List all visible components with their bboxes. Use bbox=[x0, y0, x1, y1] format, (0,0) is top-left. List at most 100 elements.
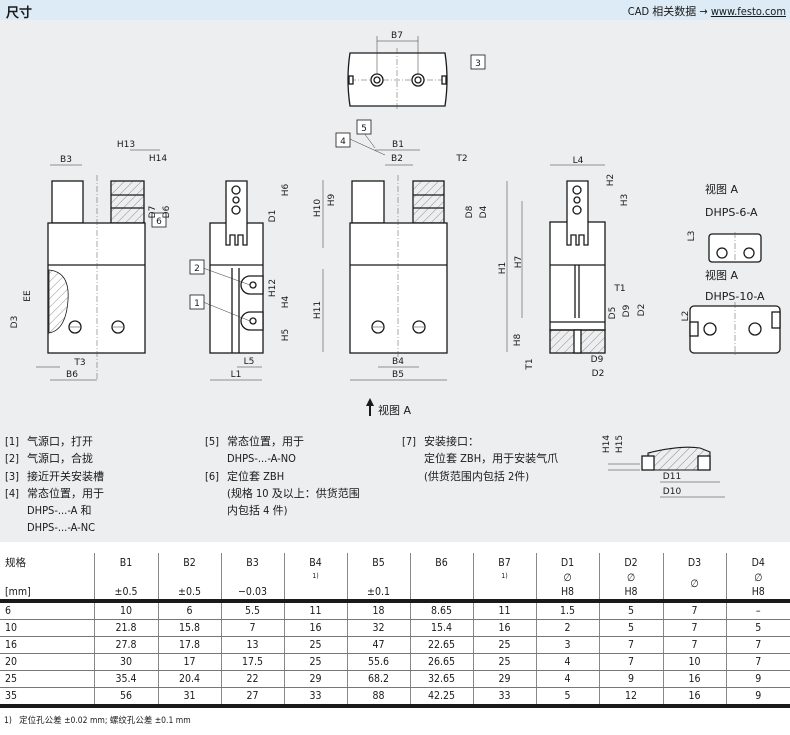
column-name: B1 bbox=[119, 557, 133, 569]
legend-number: [5] bbox=[205, 435, 220, 448]
legend-text: DHPS-...-A-NC bbox=[27, 521, 96, 535]
legend-text: (规格 10 及以上：供货范围 bbox=[227, 486, 360, 500]
column-name: D3 bbox=[687, 557, 702, 569]
dim-label-h1: H1 bbox=[498, 262, 508, 275]
diameter-symbol: ∅ bbox=[626, 571, 636, 584]
view-a-6-model: DHPS-6-A bbox=[705, 206, 758, 219]
legend-text: 安装接口： bbox=[424, 435, 479, 448]
dim-label-d10: D10 bbox=[663, 487, 682, 497]
column-name: B5 bbox=[372, 557, 385, 569]
festo-website-link[interactable]: www.festo.com bbox=[710, 5, 786, 18]
value-cell: 18 bbox=[346, 601, 410, 620]
value-cell: 25 bbox=[283, 636, 347, 654]
value-cell: 17 bbox=[157, 653, 221, 671]
dim-label-h15: H15 bbox=[615, 435, 625, 453]
legend-item-6: 内包括 4 件) bbox=[205, 502, 360, 519]
cad-data-label: CAD 相关数据 → bbox=[627, 5, 708, 18]
callout-number-2: 2 bbox=[194, 264, 200, 274]
legend-text: DHPS-...-A-NO bbox=[227, 452, 296, 466]
dim-label-b1: B1 bbox=[392, 140, 404, 150]
value-cell: 15.4 bbox=[409, 619, 473, 637]
value-cell: 33 bbox=[472, 687, 536, 708]
value-cell: 27 bbox=[220, 687, 284, 708]
dim-label-l1: L1 bbox=[231, 370, 242, 380]
value-cell: 30 bbox=[93, 653, 158, 671]
value-cell: 25 bbox=[283, 653, 347, 671]
header-cell-b3: B3−0.03 bbox=[220, 553, 284, 603]
legend-text: DHPS-...-A 和 bbox=[27, 504, 92, 518]
value-cell: 13 bbox=[220, 636, 284, 654]
legend-item-7: (供货范围内包括 2件) bbox=[402, 468, 558, 485]
footnote-text: 定位孔公差 ±0.02 mm; 螺纹孔公差 ±0.1 mm bbox=[19, 716, 191, 726]
dim-label-t1: T1 bbox=[613, 284, 625, 294]
value-cell: 31 bbox=[157, 687, 221, 708]
dim-label-ee: EE bbox=[23, 290, 33, 302]
legend-item-1: [1] 气源口，打开 bbox=[5, 433, 104, 450]
diameter-symbol: ∅ bbox=[754, 571, 763, 584]
legend-item-3: [3]接近开关安装槽 bbox=[5, 468, 104, 485]
header-cell-b2: B2±0.5 bbox=[157, 553, 221, 603]
column-tolerance: ±0.1 bbox=[367, 586, 390, 598]
value-cell: 7 bbox=[598, 653, 663, 671]
callout-number-1: 1 bbox=[194, 299, 200, 309]
value-cell: 29 bbox=[283, 670, 347, 688]
value-cell: 27.8 bbox=[93, 636, 158, 654]
legend-number: [2] bbox=[5, 452, 20, 466]
diameter-symbol: ∅ bbox=[563, 571, 572, 584]
size-cell: 25 bbox=[0, 670, 94, 688]
unit-header: [mm] bbox=[5, 586, 31, 598]
section-header: 尺寸 CAD 相关数据 → www.festo.com bbox=[0, 0, 790, 21]
value-cell: 55.6 bbox=[346, 653, 410, 671]
view-a-10-title: 视图 A bbox=[705, 268, 738, 282]
legend-item-4: [4]常态位置，用于 bbox=[5, 485, 104, 502]
value-cell: 29 bbox=[472, 670, 536, 688]
value-cell: 25 bbox=[472, 636, 536, 654]
legend-text: 气源口，合拢 bbox=[27, 452, 93, 466]
dim-label-h13: H13 bbox=[117, 140, 135, 150]
value-cell: 42.25 bbox=[409, 687, 473, 708]
callout-number-6: 6 bbox=[156, 217, 162, 227]
legend-text: 气源口，打开 bbox=[27, 435, 93, 448]
footnote-mark: 1) bbox=[4, 716, 12, 726]
view-a-10-model: DHPS-10-A bbox=[705, 290, 765, 303]
column-name: D4 bbox=[751, 557, 765, 569]
dim-label-d2: D2 bbox=[637, 304, 647, 317]
legend-column: [1] 气源口，打开 [2] 气源口，合拢 [3]接近开关安装槽[4]常态位置，用于 DH… bbox=[5, 433, 104, 537]
header-cell-b6: B6 bbox=[409, 553, 473, 603]
dim-label-d6: D6 bbox=[162, 205, 172, 218]
dim-label-b3: B3 bbox=[60, 155, 72, 165]
value-cell: 16 bbox=[662, 687, 726, 708]
header-cell-b1: B1±0.5 bbox=[93, 553, 158, 603]
value-cell: 47 bbox=[346, 636, 410, 654]
value-cell: 4 bbox=[535, 653, 599, 671]
dim-label-h4: H4 bbox=[281, 295, 291, 308]
value-cell: 9 bbox=[725, 670, 790, 688]
dim-label-h7: H7 bbox=[514, 256, 524, 269]
legend-item-4: DHPS-...-A-NC bbox=[5, 519, 104, 536]
legend-item-7: [7]安装接口： bbox=[402, 433, 558, 450]
column-tolerance: H8 bbox=[560, 586, 575, 598]
dim-label-b4: B4 bbox=[392, 357, 404, 367]
legend-number: [1] bbox=[5, 435, 20, 448]
callout-number-4: 4 bbox=[340, 137, 346, 147]
section-title: 尺寸 bbox=[6, 6, 33, 21]
dim-label-l3: L3 bbox=[687, 231, 697, 242]
header-cell-d1: D1∅H8 bbox=[535, 553, 599, 603]
legend-number: [6] bbox=[205, 469, 220, 483]
callout-number-3: 3 bbox=[475, 59, 481, 69]
dim-label-d1: D1 bbox=[268, 210, 278, 223]
value-cell: 11 bbox=[472, 601, 536, 620]
value-cell: 4 bbox=[535, 670, 599, 688]
value-cell: – bbox=[725, 601, 790, 620]
value-cell: 10 bbox=[93, 601, 158, 620]
legend-item-6: [6]定位套 ZBH bbox=[205, 468, 360, 485]
legend-text: (供货范围内包括 2件) bbox=[424, 469, 530, 483]
legend-text: 内包括 4 件) bbox=[227, 504, 288, 518]
